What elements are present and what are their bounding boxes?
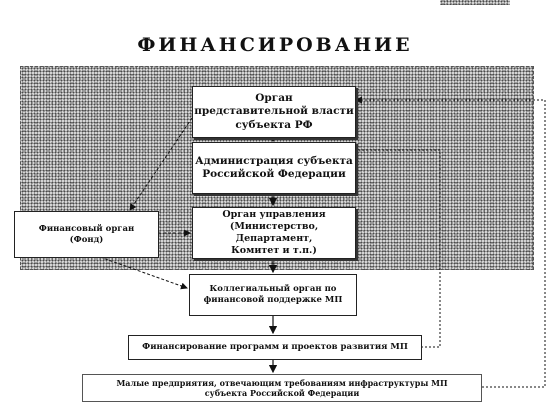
box-financial-organ-label: Финансовый орган (Фонд) [38, 223, 135, 245]
box-management-organ-label: Орган управления (Министерство, Департам… [222, 209, 326, 256]
diagram-title: ФИНАНСИРОВАНИЕ [137, 34, 413, 56]
box-collegial-organ: Коллегиальный орган по финансовой поддер… [189, 274, 357, 316]
box-representative-organ-label: Орган представительной власти субъекта Р… [194, 92, 354, 131]
arrow-fin-coll [99, 256, 188, 290]
box-small-enterprises: Малые предприятия, отвечающим требования… [82, 374, 482, 402]
box-program-financing-label: Финансирование программ и проектов разви… [142, 342, 408, 353]
box-administration-label: Администрация субъекта Российской Федера… [195, 154, 353, 180]
box-administration: Администрация субъекта Российской Федера… [192, 142, 356, 194]
box-representative-organ: Орган представительной власти субъекта Р… [192, 86, 356, 138]
arrow-organ-fin [129, 117, 193, 211]
box-collegial-organ-label: Коллегиальный орган по финансовой поддер… [203, 284, 343, 305]
corner-mark [440, 0, 510, 5]
feedback-loop-right [355, 96, 546, 388]
box-management-organ: Орган управления (Министерство, Департам… [192, 207, 356, 259]
box-small-enterprises-label: Малые предприятия, отвечающим требования… [116, 378, 448, 398]
feedback-prog [356, 149, 441, 348]
box-program-financing: Финансирование программ и проектов разви… [128, 335, 422, 360]
box-financial-organ: Финансовый орган (Фонд) [14, 211, 159, 258]
